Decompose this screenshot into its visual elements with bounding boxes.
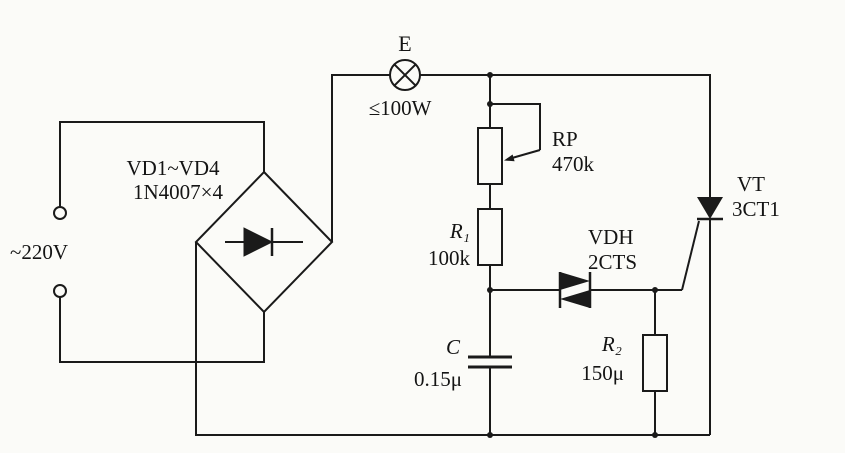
ac-terminal-icons [53,206,67,298]
capacitor-icon [468,355,512,369]
lamp-power-label: ≤100W [368,96,432,120]
r2-value-label: 150μ [581,361,624,385]
resistor-r2-icon [642,334,668,392]
bridge-name-label: VD1~VD4 [126,156,220,180]
junction-dots [487,72,658,438]
rp-value-label: 470k [552,152,594,176]
vt-name-label: VT [737,172,765,196]
thyristor-icon [697,197,723,221]
c-value-label: 0.15μ [413,367,462,391]
potentiometer-icon [477,103,541,185]
vt-type-label: 3CT1 [732,197,780,221]
r2-name-label: R₂ [601,332,622,356]
diac-icon [558,272,592,308]
bridge-rectifier-icon [194,170,334,314]
bridge-type-label: 1N4007×4 [132,180,223,204]
ac-source-label: ~220V [10,240,69,264]
r1-value-label: 100k [428,246,470,270]
lamp-name-label: E [398,31,412,56]
c-name-label: C [445,335,460,359]
vdh-name-label: VDH [588,225,634,249]
resistor-r1-icon [477,208,503,266]
r1-name-label: R₁ [449,219,470,243]
rp-name-label: RP [552,127,578,151]
lamp-icon [389,59,421,91]
vdh-type-label: 2CTS [588,250,638,274]
